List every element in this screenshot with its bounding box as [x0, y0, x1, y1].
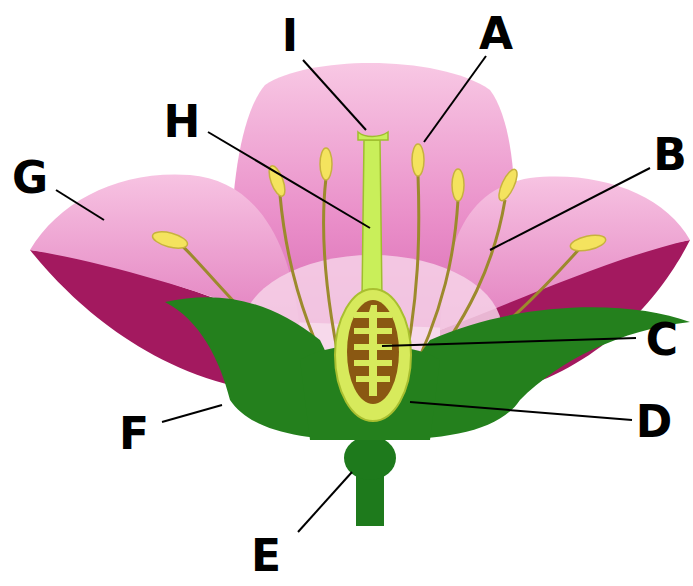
part-label: H [164, 100, 201, 144]
ovary [335, 289, 411, 421]
part-label: E [251, 534, 281, 578]
style [362, 140, 382, 300]
ovary-chamber [347, 300, 399, 404]
part-label: I [282, 14, 298, 58]
part-label: G [12, 156, 48, 200]
part-label: C [646, 318, 678, 362]
stigma [358, 132, 388, 140]
part-label: B [653, 133, 687, 177]
ovules [354, 305, 392, 396]
part-label: D [636, 400, 673, 444]
leader-lines [56, 56, 650, 532]
part-label: F [119, 412, 149, 456]
part-label: A [479, 12, 513, 56]
